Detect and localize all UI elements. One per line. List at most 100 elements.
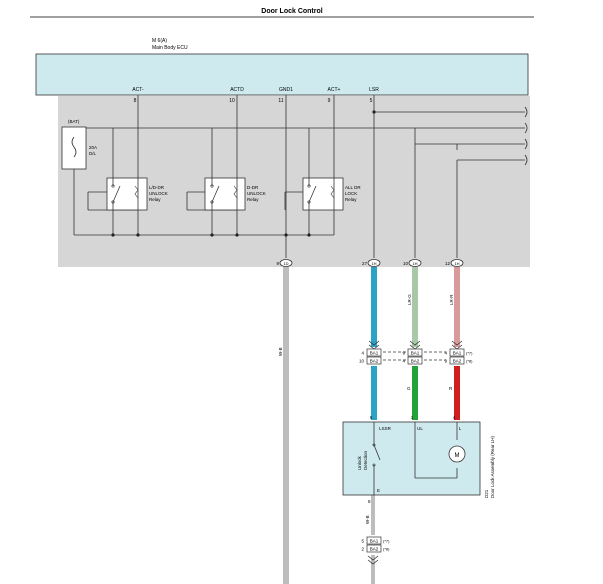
ba-note-1: (*7) (466, 351, 473, 356)
fuse-tag: (BAT) (68, 119, 80, 124)
switch-label-2: Detection (363, 450, 368, 470)
connector-1-num: 9 (276, 261, 279, 266)
ecu-block (35, 53, 529, 96)
wire-lr-g (412, 267, 418, 347)
door-lock-assembly: 6 1 4 LSSR UL L M Unlock Detection E 8 D… (342, 415, 495, 504)
wire-wb-lower (371, 555, 375, 584)
pin-label-act-plus: ACT+ (328, 87, 341, 93)
fuse-housing (61, 126, 87, 170)
ba-bottom-note-2: (*8) (383, 547, 390, 552)
relay-1-line2: UNLOCK (149, 191, 168, 196)
wire-red (454, 366, 460, 420)
connector-3-num: 10 (403, 261, 409, 266)
ba-left-1: BA1 (370, 351, 379, 356)
ecu-name: Main Body ECU (152, 45, 188, 51)
ba-connectors-bottom: BA1 BA2 5 2 (*7) (*8) (361, 536, 390, 565)
assembly-name: Door Lock Assembly (Rear LH) (490, 435, 495, 498)
ba-center-pin-2: 4 (402, 359, 405, 364)
relay-2-line1: D-DR (247, 185, 259, 190)
relay-3-line2: LOCK (345, 191, 357, 196)
ba-bottom-1: BA1 (370, 539, 379, 544)
pin-num-5: 5 (370, 98, 373, 104)
junction-dots (111, 110, 376, 237)
relay-3: ALL DR LOCK Relay (302, 177, 361, 211)
ecu-internal-wiring (73, 95, 525, 258)
relay-1-line3: Relay (149, 197, 161, 202)
assy-pin-num-1: 6 (370, 415, 373, 420)
connector-3 (408, 259, 422, 267)
motor-label: M (455, 453, 460, 459)
ba-right-1: BA1 (453, 351, 462, 356)
pin-label-lsr: LSR (369, 87, 379, 93)
ba-connectors-mid: BA1 BA2 4 10 BA1 BA2 9 4 BA1 BA2 4 9 (*7… (359, 340, 473, 365)
wire-label-lrg: LR-G (407, 294, 412, 305)
ba-center-2: BA2 (411, 359, 420, 364)
ba-bottom-note-1: (*7) (383, 539, 390, 544)
pin-label-actd: ACTD (230, 87, 244, 93)
ba-bottom-pin-1: 5 (361, 539, 364, 544)
pin-label-act-minus: ACT- (132, 87, 144, 93)
assy-pin-label-l: L (459, 426, 462, 431)
ba-note-2: (*8) (466, 359, 473, 364)
assy-pin-label-lssr: LSSR (379, 426, 392, 431)
wire-wb (371, 495, 375, 535)
ba-left-pin-2: 10 (359, 359, 365, 364)
fuse-block: (BAT) 20A D/L (61, 119, 97, 170)
wire-blue-upper (371, 267, 377, 347)
wire-lr-r (454, 267, 460, 347)
ba-bottom-2: BA2 (370, 547, 379, 552)
diagram-title: Door Lock Control (261, 8, 322, 15)
ba-right-2: BA2 (453, 359, 462, 364)
wire-label-gnd: W-B (278, 347, 283, 356)
fuse-rating: 20A (89, 145, 97, 150)
connector-2-id: 1H (371, 261, 376, 266)
relay-3-line3: Relay (345, 197, 357, 202)
motor-icon (448, 445, 466, 463)
connector-2 (367, 259, 381, 267)
relay-2-line2: UNLOCK (247, 191, 266, 196)
pin-label-gnd1: GND1 (279, 87, 293, 93)
ba-bottom-pin-2: 2 (361, 547, 364, 552)
fuse-name: D/L (89, 151, 97, 156)
connector-3-id: 1H (412, 261, 417, 266)
wire-label-r: R (449, 386, 453, 391)
assembly-internal-wiring (373, 422, 458, 495)
pin-num-10: 10 (229, 98, 235, 104)
ba-left-pin-1: 4 (361, 351, 364, 356)
connector-2-num: 27 (362, 261, 368, 266)
relay-1: L/D-DR UNLOCK Relay (106, 177, 168, 211)
pin-num-11: 11 (278, 98, 283, 104)
ba-right-pin-2: 9 (444, 359, 447, 364)
connector-1 (279, 259, 293, 267)
connector-1-id: 1D (283, 261, 288, 266)
pin-num-8: 8 (134, 98, 137, 104)
switch-label-1: Unlock (357, 455, 362, 470)
connector-4-id: 1H (454, 261, 459, 266)
ba-right-pin-1: 4 (444, 351, 447, 356)
ba-center-1: BA1 (411, 351, 420, 356)
wire-label-wb: W-B (365, 515, 370, 524)
connector-4-num: 12 (445, 261, 451, 266)
ecu-connectors: 9 1D 27 1H 10 1H 12 1H (276, 259, 464, 267)
connector-4 (450, 259, 464, 267)
wire-gnd (283, 267, 289, 584)
wire-blue-lower (371, 366, 377, 420)
wire-color-labels: W-B LR-G LR-R G R W-B (278, 294, 454, 524)
assy-pin-num-3: 4 (453, 415, 456, 420)
assembly-code: D21 (484, 489, 489, 498)
relay-3-line1: ALL DR (345, 185, 361, 190)
ecu-pin-labels: ACT- ACTD GND1 ACT+ LSR 8 10 11 9 5 (132, 87, 379, 104)
assy-pin-num-2: 1 (411, 415, 414, 420)
ecu-code: M 6(A) (152, 38, 167, 44)
wire-continuation-marks (524, 106, 528, 166)
wire-label-lrr: LR-R (449, 294, 454, 305)
ba-center-pin-1: 9 (402, 351, 405, 356)
pin-num-9: 9 (328, 98, 331, 104)
wire-green (412, 366, 418, 420)
relay-1-line1: L/D-DR (149, 185, 165, 190)
wire-label-g: G (407, 386, 411, 391)
ba-left-2: BA2 (370, 359, 379, 364)
assy-bottom-num: 8 (368, 499, 371, 504)
